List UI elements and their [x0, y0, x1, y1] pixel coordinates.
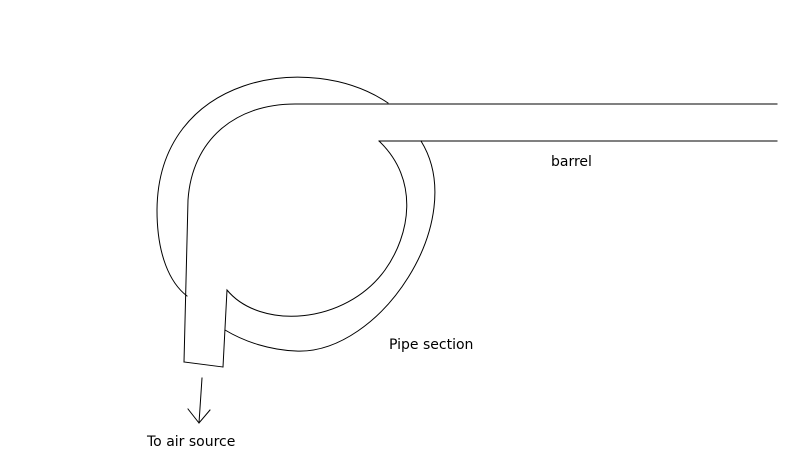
barrel-label: barrel	[551, 154, 592, 170]
pipe-section	[156, 76, 436, 368]
pipe-outer-wall-lower	[224, 140, 436, 352]
air-source-arrow	[187, 377, 211, 424]
pipe-inner-wall-lower	[222, 140, 408, 368]
arrow-shaft	[198, 377, 203, 424]
arrow-head	[187, 408, 211, 424]
pipe-inlet-cap	[183, 361, 224, 368]
air-source-label: To air source	[146, 434, 235, 450]
pipe-inner-wall	[183, 103, 296, 363]
pipe-outer-wall	[156, 76, 389, 297]
pipe-section-label: Pipe section	[389, 337, 473, 353]
barrel	[294, 103, 778, 142]
